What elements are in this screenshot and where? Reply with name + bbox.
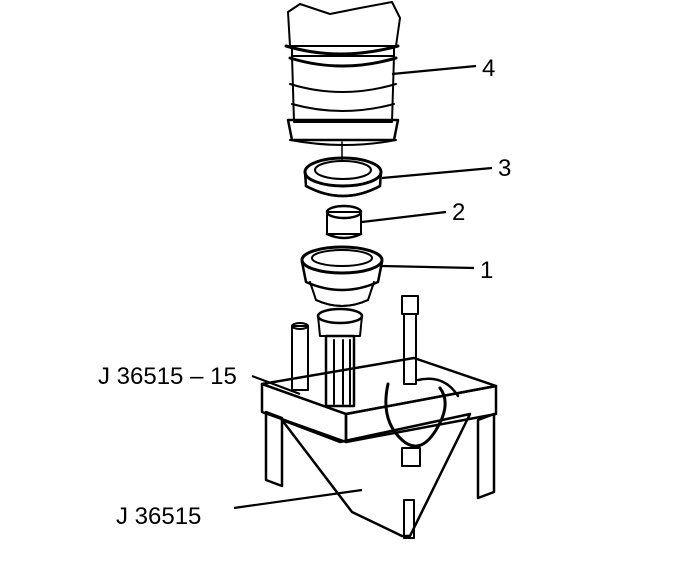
leader-line-4 (391, 64, 477, 76)
callout-label-j36515: J 36515 (116, 503, 201, 530)
callout-label-3: 3 (498, 155, 511, 182)
fixture-post-left (291, 322, 309, 391)
gear-cluster-part-4 (284, 1, 401, 146)
tool-adapter-shaft (316, 307, 364, 408)
needle-bearing-part-2 (325, 204, 363, 240)
holding-fixture-base (260, 356, 498, 539)
callout-label-1: 1 (480, 257, 493, 284)
leader-line-1 (381, 264, 475, 270)
leader-line-3 (381, 166, 493, 180)
fixture-bolt-right (401, 295, 419, 385)
callout-label-j36515-15: J 36515 – 15 (98, 363, 237, 390)
bearing-race-part-3 (303, 156, 383, 198)
leader-line-2 (361, 210, 447, 224)
leader-line-j36515 (233, 488, 363, 510)
gear-part-1 (300, 245, 384, 307)
leader-line-j36515-15 (251, 374, 301, 396)
callout-label-2: 2 (452, 199, 465, 226)
callout-label-4: 4 (482, 55, 495, 82)
